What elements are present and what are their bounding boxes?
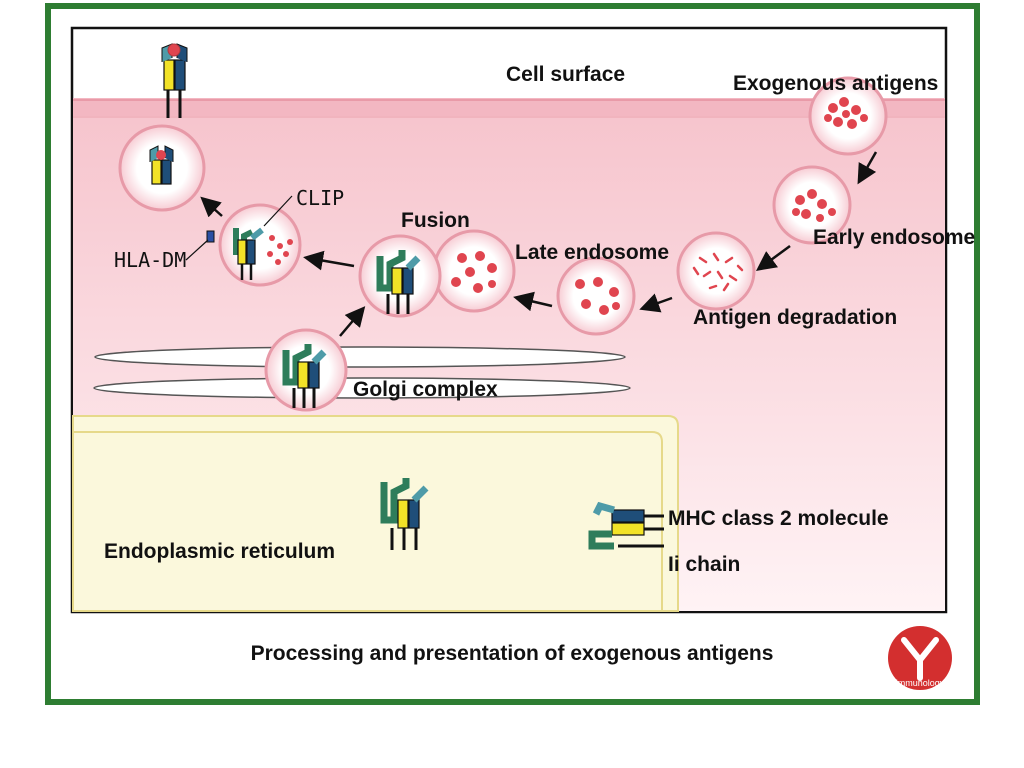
arrow-degradation-to-late (639, 293, 673, 313)
label-endoplasmic-reticulum: Endoplasmic reticulum (104, 540, 336, 563)
antigen-particles-early (792, 189, 836, 222)
clip-pointer (263, 195, 293, 227)
arrow-clip-to-transport (200, 196, 223, 218)
vesicle-late-endosome (556, 256, 636, 336)
antigen-particles-fusion (451, 251, 497, 293)
golgi-cisterna-bottom (93, 377, 631, 399)
er-inner-border (73, 431, 663, 611)
antigen-fragments-degradation (692, 252, 744, 292)
mhc-clip (233, 227, 264, 280)
vesicle-clip (218, 203, 302, 287)
label-early-endosome: Early endosome (813, 226, 976, 249)
mhc-golgi (282, 344, 327, 408)
immunology-logo-icon (888, 626, 952, 690)
arrow-late-to-fusion (513, 291, 553, 312)
arrow-fusion-to-clip (303, 250, 355, 271)
arrow-golgi-to-fusion (339, 306, 366, 337)
label-ii-chain: Ii chain (668, 553, 741, 576)
arrow-exogenous-to-early (857, 151, 878, 185)
antigen-particles-clip (267, 235, 293, 265)
label-hla-dm: HLA-DM (114, 248, 187, 272)
arrow-early-to-degradation (755, 244, 791, 271)
figure-caption: Processing and presentation of exogenous… (250, 642, 774, 665)
logo-text: immunology (895, 678, 945, 688)
label-mhc-class-2: MHC class 2 molecule (668, 507, 889, 530)
mhc-fusion (376, 250, 421, 314)
mhc-legend-molecule (588, 501, 664, 550)
antigen-particles-exogenous (824, 97, 868, 129)
vesicle-antigen-degradation (676, 231, 756, 311)
label-clip: CLIP (296, 186, 345, 210)
mhc-transport (149, 145, 174, 185)
label-late-endosome: Late endosome (515, 241, 670, 264)
label-antigen-degradation: Antigen degradation (693, 306, 898, 329)
mhc-surface (161, 43, 188, 118)
label-golgi-complex: Golgi complex (353, 378, 498, 401)
endoplasmic-reticulum (72, 415, 679, 612)
vesicle-early-endosome (772, 165, 852, 245)
label-exogenous-antigens: Exogenous antigens (733, 72, 939, 95)
hla-dm-marker (206, 230, 215, 243)
label-cell-surface: Cell surface (506, 63, 626, 86)
antigen-particles-late (575, 277, 620, 315)
label-fusion: Fusion (401, 209, 470, 232)
pathway-arrows (200, 151, 878, 337)
hla-dm-pointer (185, 239, 209, 261)
mhc-er (380, 478, 429, 550)
golgi-cisterna-top (94, 346, 626, 368)
plasma-membrane (73, 98, 945, 118)
